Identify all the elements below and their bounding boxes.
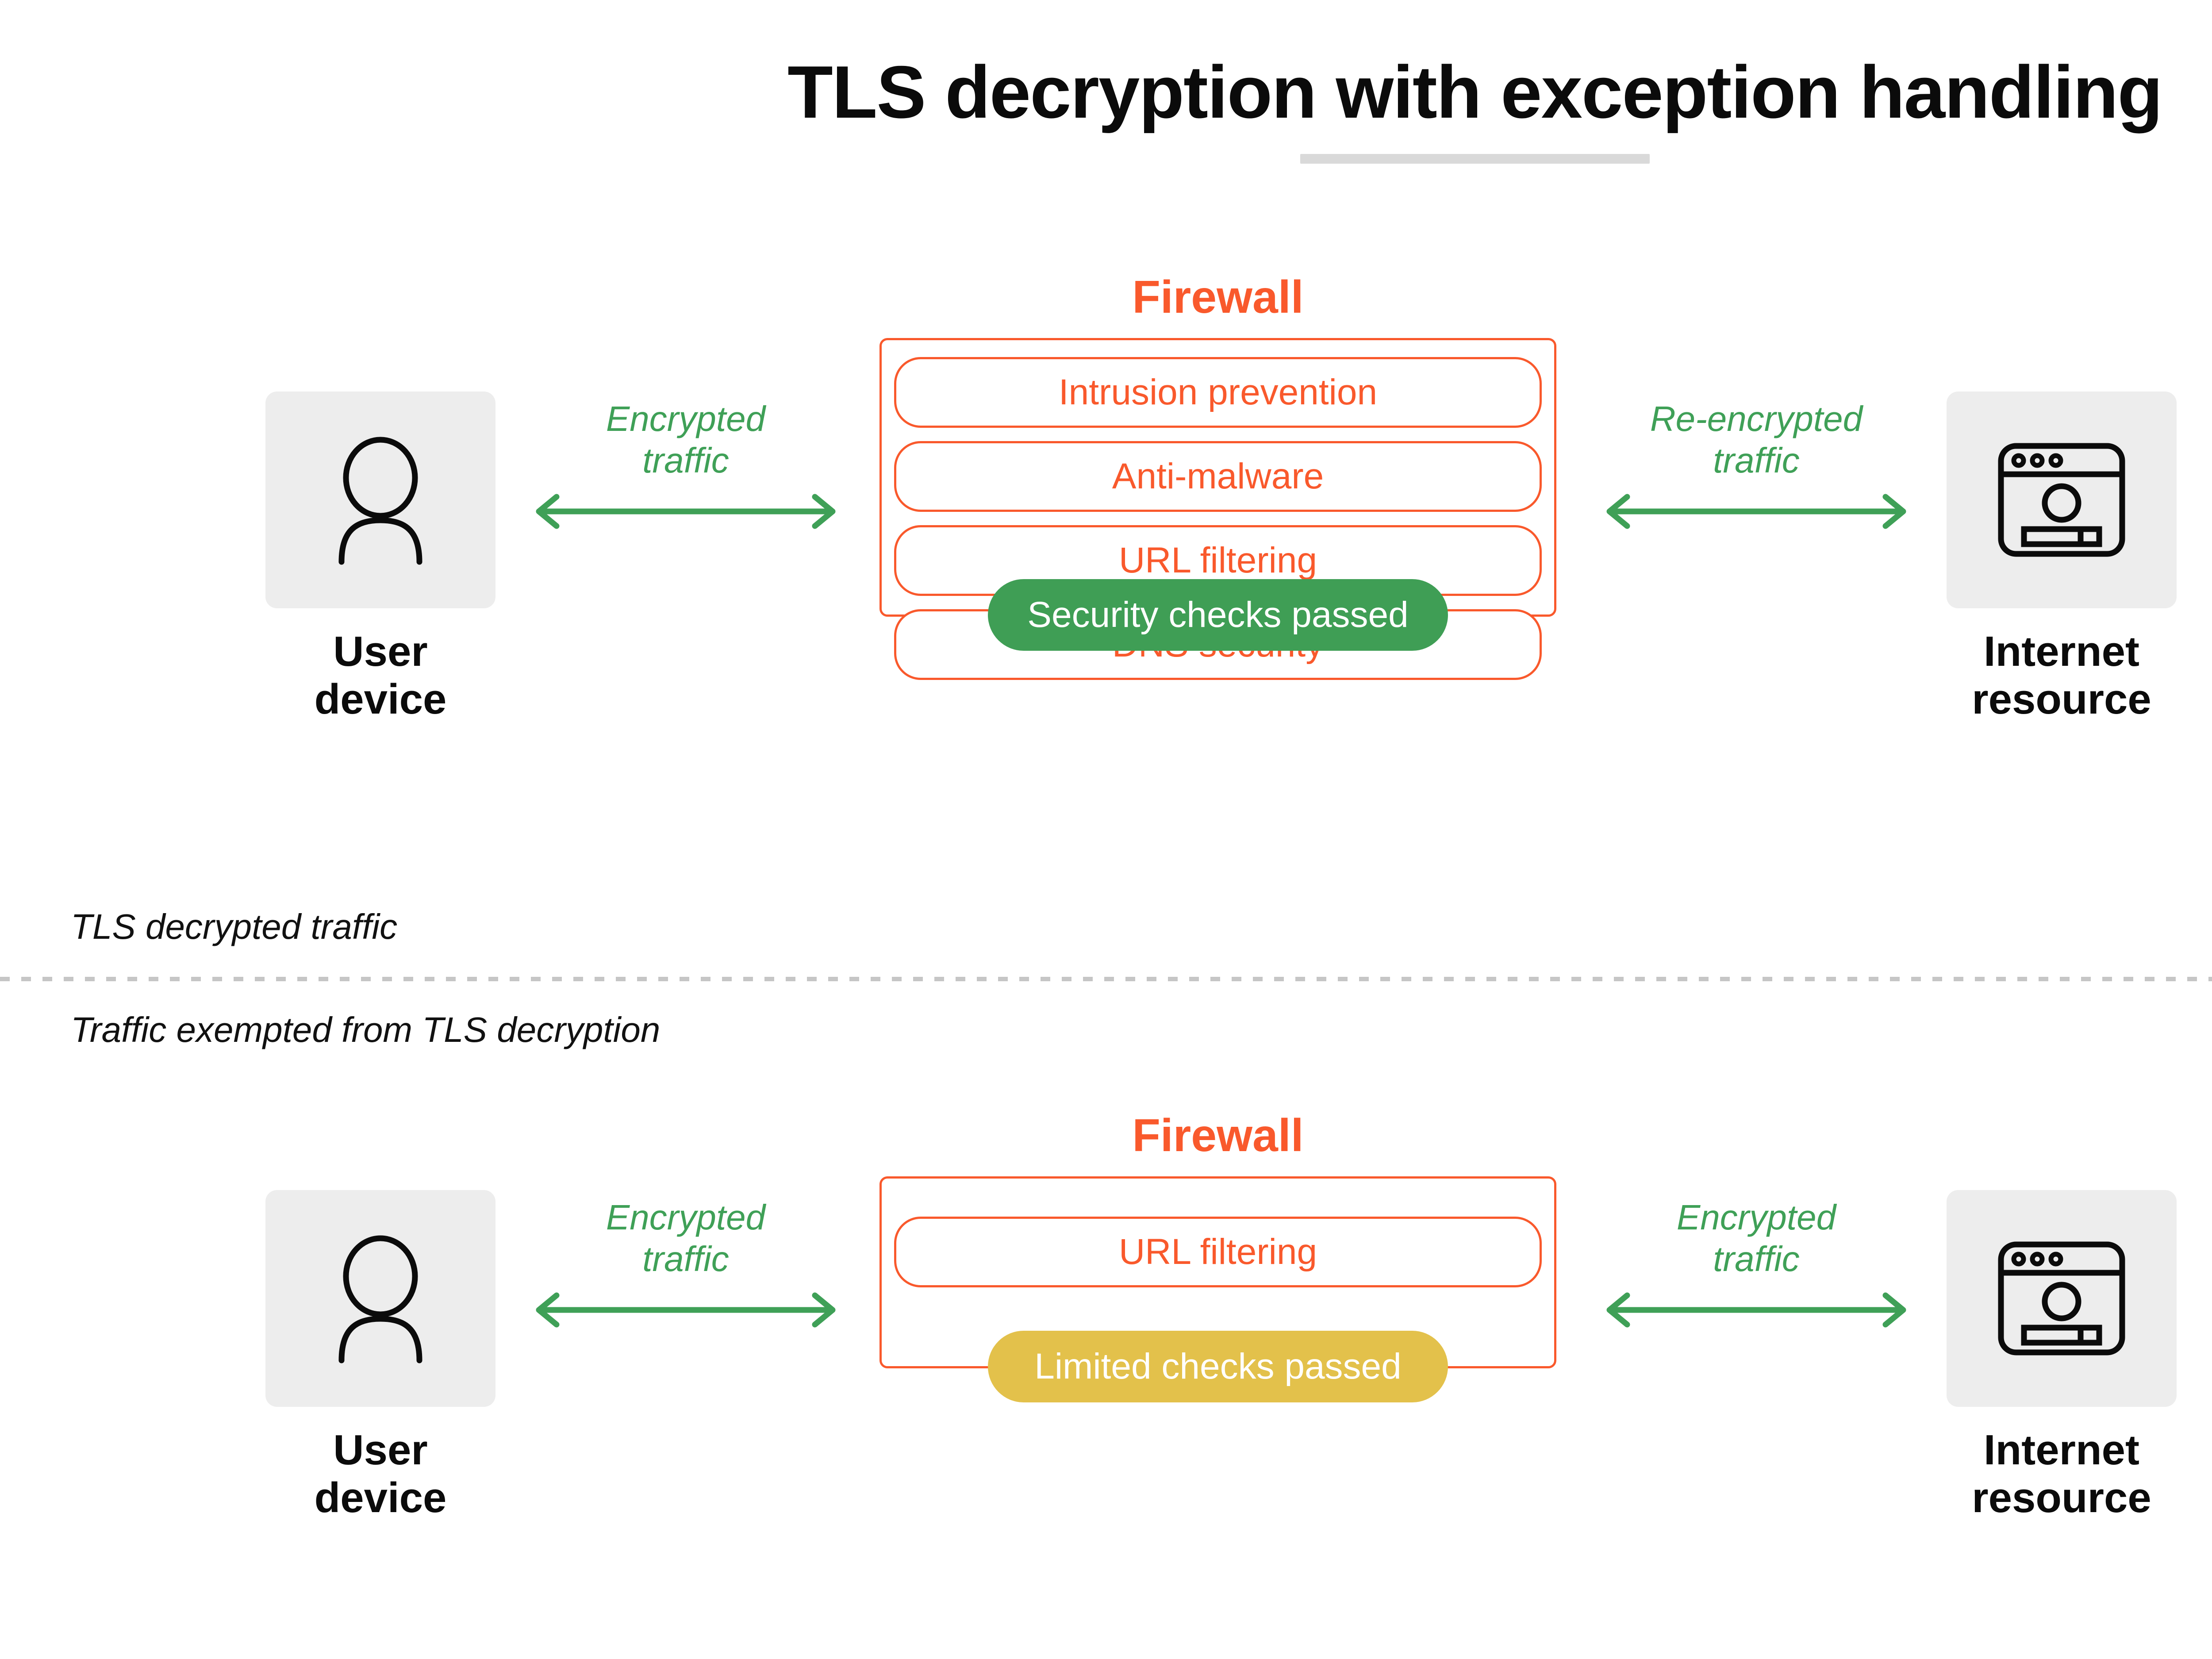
user-device-tile bbox=[265, 1190, 495, 1407]
status-badge-security-checks-passed: Security checks passed bbox=[988, 579, 1448, 651]
double-arrow-icon bbox=[522, 1290, 849, 1332]
browser-window-icon bbox=[1998, 1241, 2125, 1356]
user-device-label: User device bbox=[314, 1426, 447, 1521]
internet-resource-exempted: Internet resource bbox=[1947, 1190, 2177, 1521]
divider-caption-above: TLS decrypted traffic bbox=[71, 907, 398, 946]
internet-resource-label: Internet resource bbox=[1972, 628, 2151, 723]
double-arrow-icon bbox=[522, 492, 849, 534]
connector-label-encrypted-traffic: Encrypted traffic bbox=[606, 1198, 766, 1279]
double-arrow-icon bbox=[1593, 1290, 1920, 1332]
dashed-divider-line bbox=[0, 977, 2212, 981]
firewall-decrypted: Firewall Intrusion prevention Anti-malwa… bbox=[879, 272, 1556, 680]
service-pill-anti-malware[interactable]: Anti-malware bbox=[894, 441, 1542, 512]
internet-resource-decrypted: Internet resource bbox=[1947, 392, 2177, 723]
service-pill-url-filtering[interactable]: URL filtering bbox=[894, 1217, 1542, 1287]
user-device-label: User device bbox=[314, 628, 447, 723]
browser-window-icon bbox=[1998, 443, 2125, 557]
title-block: TLS decryption with exception handling bbox=[0, 53, 2212, 164]
connector-firewall-to-internet-decrypted: Re-encrypted traffic bbox=[1593, 398, 1920, 534]
user-device-tile bbox=[265, 392, 495, 608]
firewall-box: Intrusion prevention Anti-malware URL fi… bbox=[879, 338, 1556, 680]
user-device-exempted: User device bbox=[265, 1190, 495, 1521]
user-device-decrypted: User device bbox=[265, 392, 495, 723]
person-icon bbox=[338, 1235, 422, 1363]
internet-resource-tile bbox=[1947, 1190, 2177, 1407]
divider-caption-below: Traffic exempted from TLS decryption bbox=[71, 1010, 661, 1049]
firewall-box: URL filtering Limited checks passed bbox=[879, 1176, 1556, 1402]
firewall-title: Firewall bbox=[1132, 272, 1304, 323]
connector-user-to-firewall-decrypted: Encrypted traffic bbox=[522, 398, 849, 534]
title-underline-bar bbox=[1300, 154, 1650, 164]
firewall-title: Firewall bbox=[1132, 1110, 1304, 1161]
internet-resource-label: Internet resource bbox=[1972, 1426, 2151, 1521]
person-icon bbox=[338, 437, 422, 565]
connector-label-re-encrypted-traffic: Re-encrypted traffic bbox=[1650, 399, 1863, 480]
status-badge-limited-checks-passed: Limited checks passed bbox=[988, 1331, 1448, 1402]
firewall-exempted: Firewall URL filtering Limited checks pa… bbox=[879, 1110, 1556, 1402]
connector-label-encrypted-traffic: Encrypted traffic bbox=[606, 399, 766, 480]
page-title: TLS decryption with exception handling bbox=[787, 50, 2163, 134]
internet-resource-tile bbox=[1947, 392, 2177, 608]
connector-firewall-to-internet-exempted: Encrypted traffic bbox=[1593, 1197, 1920, 1332]
connector-label-encrypted-traffic: Encrypted traffic bbox=[1676, 1198, 1836, 1279]
double-arrow-icon bbox=[1593, 492, 1920, 534]
service-pill-intrusion-prevention[interactable]: Intrusion prevention bbox=[894, 357, 1542, 428]
connector-user-to-firewall-exempted: Encrypted traffic bbox=[522, 1197, 849, 1332]
